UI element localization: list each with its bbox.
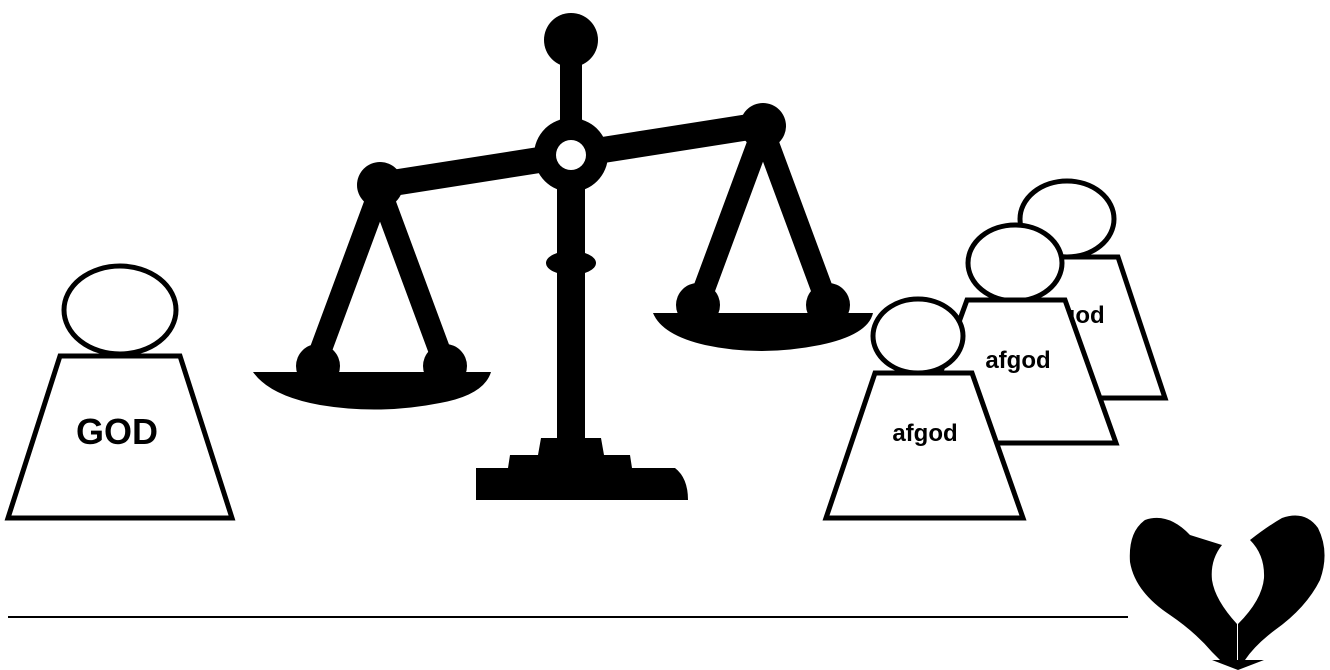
weight-afgod-front-label: afgod [892,420,957,447]
weight-god: GOD [8,266,232,518]
weight-god-label: GOD [76,411,158,452]
weight-afgod-middle-label: afgod [985,347,1050,374]
broken-heart-logo-icon [1130,516,1325,670]
balance-scale-icon [253,13,873,500]
